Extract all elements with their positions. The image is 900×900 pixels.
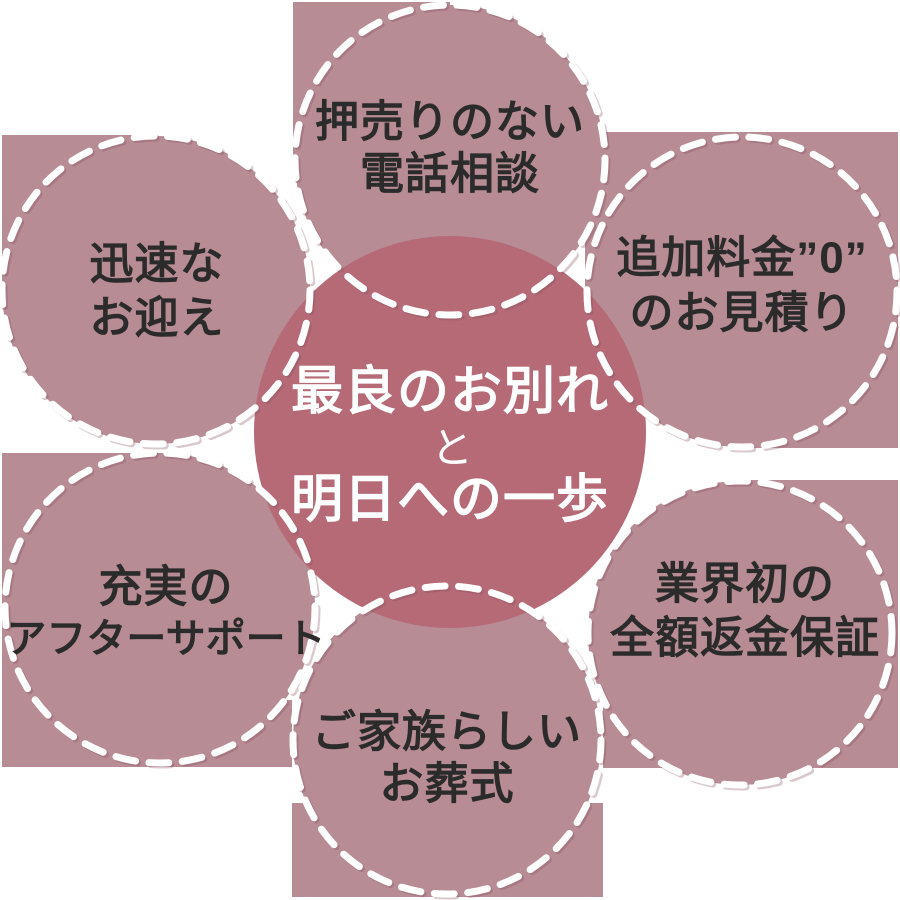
petal-fill-bottom — [292, 586, 603, 897]
petal-outline-top — [291, 1, 609, 319]
petal-fill-bottom-left — [2, 453, 315, 767]
petal-circle-left — [2, 136, 310, 444]
center-label-line1: 最良のお別れ — [291, 363, 609, 421]
petal-label-bottom-line1: ご家族らしい — [312, 708, 582, 757]
petal-outline-left — [0, 132, 314, 448]
petal-circle-top — [295, 5, 605, 315]
petal-label-bottom-right-line1: 業界初の — [655, 560, 835, 609]
petal-circle-bottom-left — [5, 453, 315, 763]
petal-fill-left — [2, 135, 310, 444]
petal-circle-bottom-right — [588, 481, 892, 785]
petal-fill-top — [293, 2, 605, 315]
petal-label-top-right-line2: のお見積り — [630, 289, 855, 338]
petal-labels: 押売りのない 電話相談 追加料金”0” のお見積り 業界初の 全額返金保証 ご家… — [6, 98, 880, 809]
center-label-line3: 明日への一歩 — [291, 471, 609, 529]
petal-label-bottom-right-line2: 全額返金保証 — [609, 613, 880, 663]
center-circle — [254, 236, 646, 628]
petal-circle-bottom — [293, 586, 601, 894]
petal-outline-top-right — [583, 133, 900, 451]
petal-label-bottom-line2: お葬式 — [380, 760, 515, 809]
petal-outline-bottom-right — [584, 477, 896, 789]
petal-label-bottom-left-line1: 充実の — [99, 563, 234, 612]
petal-outline-bottom-left — [1, 449, 319, 767]
petal-label-left-line1: 迅速な — [90, 240, 225, 289]
petal-label-left-line2: お迎え — [90, 294, 225, 343]
petal-fill-bottom-right — [588, 480, 898, 785]
petal-label-top-line2: 電話相談 — [360, 150, 540, 199]
petal-label-top-right-line1: 追加料金”0” — [616, 234, 867, 283]
center-label: 最良のお別れ と 明日への一歩 — [291, 363, 609, 529]
center-label-line2: と — [431, 425, 473, 472]
petal-label-top-line1: 押売りのない — [315, 98, 585, 147]
petal-circle-top-right — [587, 137, 897, 447]
petal-fill-top-right — [585, 132, 898, 448]
petal-outline-bottom — [289, 582, 605, 898]
petal-label-bottom-left-line2: アフターサポート — [6, 617, 325, 661]
